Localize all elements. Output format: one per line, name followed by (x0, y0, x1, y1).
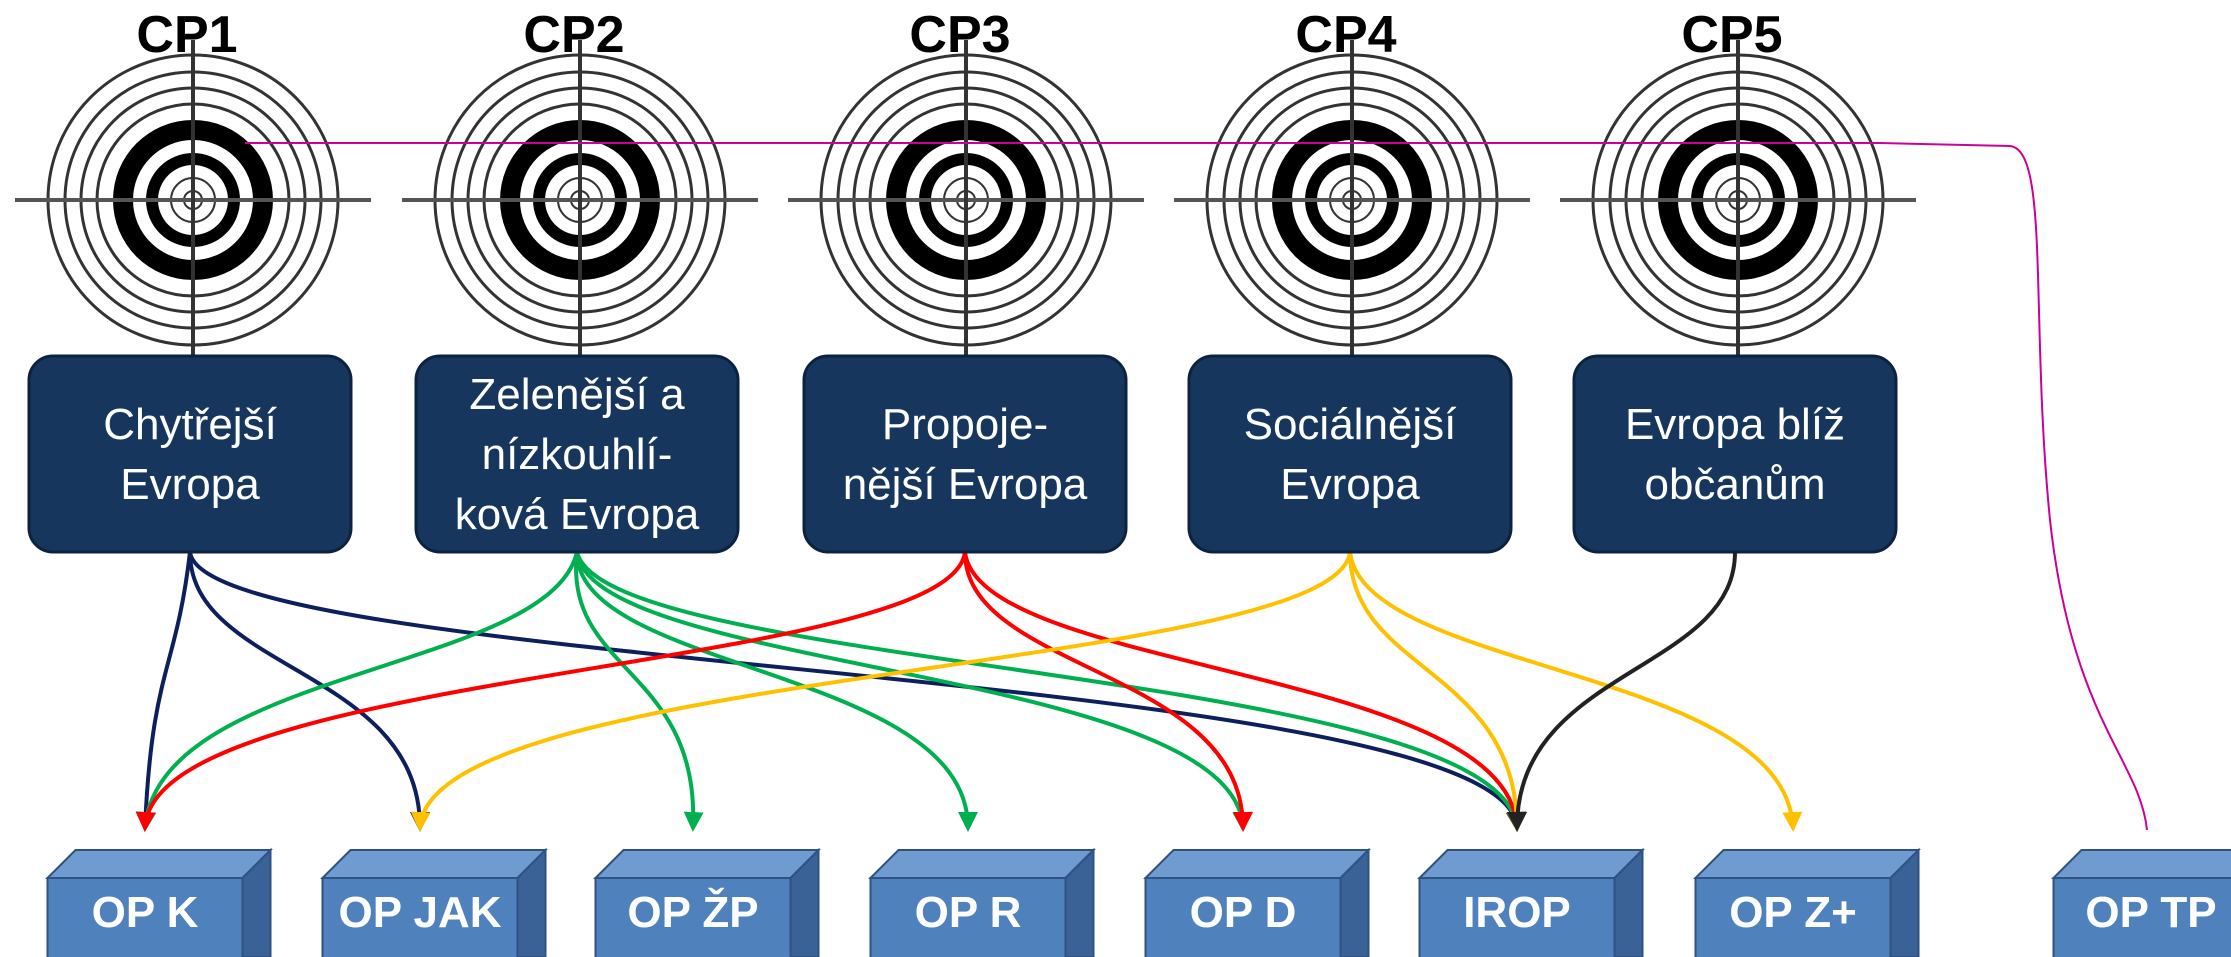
link-arrow (575, 551, 978, 832)
link-arrow (575, 551, 1526, 832)
target-1: CP1 (15, 6, 371, 356)
objective-text: Chytřejší (103, 400, 277, 449)
target-icon (1174, 40, 1530, 356)
programme-box (1418, 877, 1616, 957)
programme-label: OP K (92, 888, 199, 937)
programme-6: IROP (1417, 847, 1645, 957)
programme-3: OP ŽP (593, 847, 821, 957)
link-arrow (136, 551, 579, 832)
programmes-layer: OP K OP JAK OP ŽP OP R OP D IROP OP Z+ OP TP (45, 847, 2231, 957)
programme-box (321, 877, 519, 957)
objective-3: Propoje-nější Evropa (802, 354, 1128, 554)
objective-text: Evropa (120, 460, 260, 509)
objective-text: Propoje- (882, 400, 1048, 449)
link-arrow (188, 551, 1527, 832)
op-tp-connector (245, 142, 2148, 831)
link-arrow (410, 551, 1352, 832)
programme-label: OP D (1190, 888, 1297, 937)
objective-5: Evropa blíž občanům (1572, 354, 1898, 554)
programme-5: OP D (1143, 847, 1371, 957)
programme-7: OP Z+ (1693, 847, 1921, 957)
objective-box (802, 354, 1128, 554)
objective-box (27, 354, 353, 554)
programme-box (2052, 877, 2231, 957)
link-arrow (963, 551, 1527, 832)
objective-box (1187, 354, 1513, 554)
programme-label: OP JAK (338, 888, 501, 937)
link-arrow (575, 551, 1253, 832)
target-3: CP3 (788, 6, 1144, 356)
target-2: CP2 (402, 6, 758, 356)
programme-box (869, 877, 1067, 957)
programme-1: OP K (45, 847, 273, 957)
objective-text: ková Evropa (455, 490, 700, 539)
objective-box (414, 354, 740, 554)
programme-label: OP Z+ (1729, 888, 1857, 937)
programme-label: OP ŽP (627, 887, 758, 937)
objective-text: Evropa blíž (1625, 400, 1845, 449)
link-arrow (1348, 551, 1803, 832)
objective-text: Sociálnější (1244, 400, 1458, 449)
link-arrow (573, 551, 704, 832)
target-icon (1560, 40, 1916, 356)
objective-text: Zelenější a (469, 370, 685, 419)
programme-4: OP R (868, 847, 1096, 957)
links-layer (135, 551, 1803, 832)
objective-box (1572, 354, 1898, 554)
objective-text: občanům (1644, 460, 1825, 509)
programme-box (1144, 877, 1342, 957)
link-arrow (188, 551, 430, 832)
link-arrow (135, 551, 192, 832)
target-icon (402, 40, 758, 356)
objective-2: Zelenější a nízkouhlí-ková Evropa (414, 354, 740, 554)
programme-box (46, 877, 244, 957)
programme-box (1694, 877, 1892, 957)
link-arrow (963, 551, 1253, 832)
target-5: CP5 (1560, 6, 1916, 356)
target-4: CP4 (1174, 6, 1530, 356)
link-arrow (1348, 551, 1527, 832)
programme-box (594, 877, 792, 957)
link-arrow (1507, 551, 1737, 832)
target-icon (15, 40, 371, 356)
programme-2: OP JAK (320, 847, 548, 957)
programme-label: OP R (915, 888, 1022, 937)
programme-label: IROP (1463, 888, 1571, 937)
objective-text: Evropa (1280, 460, 1420, 509)
objective-text: nější Evropa (843, 460, 1088, 509)
target-icon (788, 40, 1144, 356)
link-arrow (135, 551, 967, 832)
programme-8: OP TP (2051, 849, 2231, 957)
programme-label: OP TP (2085, 888, 2216, 937)
objective-text: nízkouhlí- (482, 430, 673, 479)
